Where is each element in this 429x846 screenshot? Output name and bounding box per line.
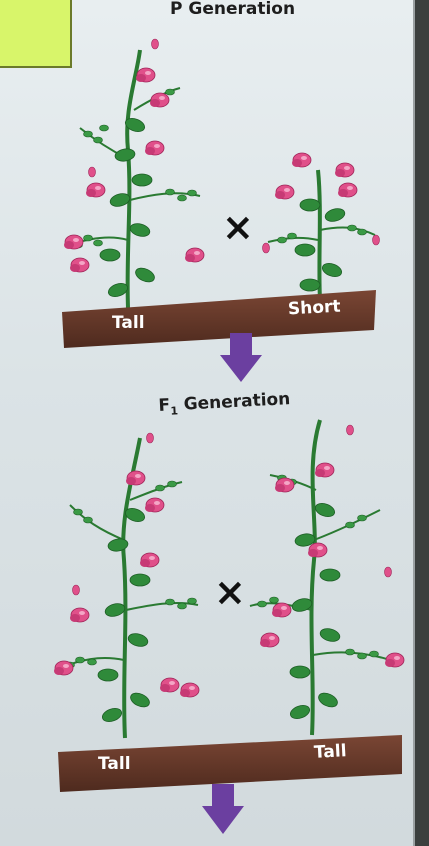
f1-letter: F	[158, 395, 171, 416]
label-tall-f1-left: Tall	[98, 754, 131, 774]
arrow-down-icon	[220, 333, 262, 382]
cross-icon: ×	[222, 205, 254, 249]
p-generation-title: P Generation	[170, 0, 295, 19]
label-short-p: Short	[288, 297, 342, 320]
tall-plant-f1-right	[250, 420, 404, 735]
label-tall-f1-right: Tall	[313, 741, 347, 763]
tall-plant-p	[64, 39, 204, 308]
arrow-down-icon	[202, 784, 244, 834]
label-tall-p: Tall	[112, 313, 145, 333]
cross-icon: ×	[214, 570, 246, 614]
tall-plant-f1-left	[54, 433, 199, 738]
short-plant-p	[263, 153, 380, 300]
